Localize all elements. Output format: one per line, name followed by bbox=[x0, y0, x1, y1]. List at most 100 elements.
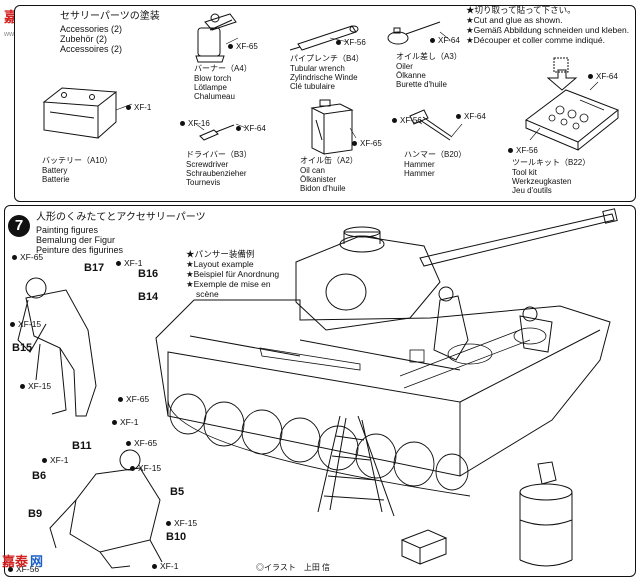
gun-barrel-drawing bbox=[419, 208, 618, 267]
accessories-illustration bbox=[42, 13, 619, 155]
fig2-code-xf65: XF-65 bbox=[126, 438, 157, 448]
fig1-code-xf65-b: XF-65 bbox=[118, 394, 149, 404]
oil-can-fr: Bidon d'huile bbox=[300, 184, 346, 193]
hammer-code-xf56: XF-56 bbox=[392, 116, 422, 125]
blow-torch-fr: Chalumeau bbox=[194, 92, 235, 101]
kneeling-figure-drawing bbox=[49, 449, 163, 569]
oil-can-de: Ölkanister bbox=[300, 175, 337, 184]
layout-note-fr-2: scène bbox=[196, 289, 219, 299]
crew-on-tank-drawing bbox=[433, 286, 553, 361]
oil-can-drawing bbox=[310, 99, 354, 155]
cut-note-de: ★Gemäß Abbildung schneiden und kleben. bbox=[466, 25, 630, 35]
fig1-code-xf1-a: XF-1 bbox=[116, 258, 142, 268]
fig2-code-xf15-b: XF-15 bbox=[166, 518, 197, 528]
layout-note-jp: ★パンサー装備例 bbox=[186, 249, 255, 259]
ammo-box-drawing bbox=[400, 529, 448, 565]
accessories-panel bbox=[14, 5, 636, 202]
tool-kit-drawing bbox=[525, 57, 619, 151]
ladder-drawing bbox=[317, 415, 395, 517]
tubular-wrench-drawing bbox=[289, 25, 359, 51]
fig1-code-xf15-a: XF-15 bbox=[10, 319, 41, 329]
hammer-jp: ハンマー（B20） bbox=[404, 150, 467, 159]
svg-text:网: 网 bbox=[30, 554, 43, 569]
toolkit-code-xf64: XF-64 bbox=[588, 72, 618, 81]
blow-torch-de: Lötlampe bbox=[194, 83, 227, 92]
tool-kit-fr: Jeu d'outils bbox=[512, 186, 552, 195]
oil-can-jp: オイル缶（A2） bbox=[300, 156, 358, 165]
fig1-code-xf65: XF-65 bbox=[12, 252, 43, 262]
watermark-logo-bottom: 嘉泰 网 bbox=[1, 554, 43, 569]
fig2-code-xf15-a: XF-15 bbox=[130, 463, 161, 473]
figures-heading-de: Bemalung der Figur bbox=[36, 235, 116, 245]
turret-drawing bbox=[295, 226, 441, 331]
oiler-code-xf64: XF-64 bbox=[430, 36, 460, 45]
fig1-part-b14: B14 bbox=[138, 291, 159, 303]
blow-torch-en: Blow torch bbox=[194, 74, 232, 83]
tubular-wrench-fr: Clé tubulaire bbox=[290, 82, 335, 91]
blow-torch-jp: バーナー（A4） bbox=[194, 64, 252, 73]
engine-deck-drawing bbox=[259, 327, 547, 389]
oiler-de: Ölkanne bbox=[396, 71, 426, 80]
cut-note-fr: ★Découper et coller comme indiqué. bbox=[466, 35, 605, 45]
tool-kit-de: Werkzeugkasten bbox=[512, 177, 572, 186]
figures-heading-jp: 人形のくみたてとアクセサリーパーツ bbox=[36, 212, 206, 223]
svg-text:嘉泰: 嘉泰 bbox=[1, 554, 29, 569]
battery-drawing bbox=[42, 87, 118, 139]
road-wheels-drawing bbox=[167, 393, 471, 497]
oiler-en: Oiler bbox=[396, 62, 413, 71]
torch-code-xf65: XF-65 bbox=[228, 42, 258, 51]
screwdriver-jp: ドライバー（B3） bbox=[186, 150, 252, 159]
fig1-part-b15: B15 bbox=[12, 342, 33, 354]
cut-note-jp: ★切り取って貼って下さい。 bbox=[466, 5, 576, 15]
accessories-heading-jp: セサリーパーツの塗装 bbox=[60, 11, 160, 22]
toolkit-code-xf56: XF-56 bbox=[508, 146, 538, 155]
wrench-code-xf56: XF-56 bbox=[336, 38, 366, 47]
fig2-part-b6: B6 bbox=[32, 470, 47, 482]
oilcan-code-xf65: XF-65 bbox=[352, 139, 382, 148]
screwdriver-code-xf16: XF-16 bbox=[180, 119, 210, 128]
tool-kit-jp: ツールキット（B22） bbox=[512, 158, 591, 167]
tubular-wrench-en: Tubular wrench bbox=[290, 64, 345, 73]
oiler-fr: Burette d'huile bbox=[396, 80, 447, 89]
screwdriver-code-xf64: XF-64 bbox=[236, 124, 266, 133]
fig1-code-xf15-b: XF-15 bbox=[20, 381, 51, 391]
tubular-wrench-jp: パイプレンチ（B4） bbox=[290, 54, 364, 63]
oiler-drawing bbox=[387, 21, 441, 45]
battery-code-xf1: XF-1 bbox=[126, 103, 151, 112]
fig1-part-b17: B17 bbox=[84, 262, 105, 274]
fig2-code-xf56: XF-56 bbox=[8, 564, 39, 574]
hammer-code-xf64: XF-64 bbox=[456, 112, 486, 121]
oiler-jp: オイル差し（A3） bbox=[396, 52, 462, 61]
fig2-part-b11: B11 bbox=[72, 440, 92, 452]
hammer-en: Hammer bbox=[404, 160, 435, 169]
fig2-part-b9: B9 bbox=[28, 508, 43, 520]
hull-drawing bbox=[155, 299, 611, 477]
oil-can-en: Oil can bbox=[300, 166, 325, 175]
tool-kit-en: Tool kit bbox=[512, 168, 537, 177]
screwdriver-drawing bbox=[199, 124, 235, 141]
oil-drum-drawing bbox=[519, 461, 573, 567]
screwdriver-de: Schraubenzieher bbox=[186, 169, 247, 178]
fig1-code-xf1-b: XF-1 bbox=[112, 417, 138, 427]
fig2-code-xf1: XF-1 bbox=[152, 561, 178, 571]
fig2-code-xf1-a: XF-1 bbox=[42, 455, 68, 465]
accessories-heading-fr: Accessoires (2) bbox=[60, 44, 123, 54]
screwdriver-en: Screwdriver bbox=[186, 160, 229, 169]
illustration-credit: ◎イラスト 上田 信 bbox=[256, 563, 331, 572]
step-number: 7 bbox=[8, 215, 30, 237]
layout-note-fr-1: ★Exemple de mise en bbox=[186, 279, 271, 289]
figures-panel bbox=[4, 205, 636, 577]
fig1-part-b16: B16 bbox=[138, 268, 159, 280]
battery-de: Batterie bbox=[42, 175, 70, 184]
battery-en: Battery bbox=[42, 166, 68, 175]
hammer-de: Hammer bbox=[404, 169, 435, 178]
layout-note-de: ★Beispiel für Anordnung bbox=[186, 269, 280, 279]
accessories-heading-en: Accessories (2) bbox=[60, 24, 123, 34]
screwdriver-fr: Tournevis bbox=[186, 178, 221, 187]
fig2-part-b5: B5 bbox=[170, 486, 185, 498]
figures-heading-fr: Peinture des figurines bbox=[36, 245, 124, 255]
fig2-part-b10: B10 bbox=[166, 531, 187, 543]
figures-heading-en: Painting figures bbox=[36, 225, 99, 235]
